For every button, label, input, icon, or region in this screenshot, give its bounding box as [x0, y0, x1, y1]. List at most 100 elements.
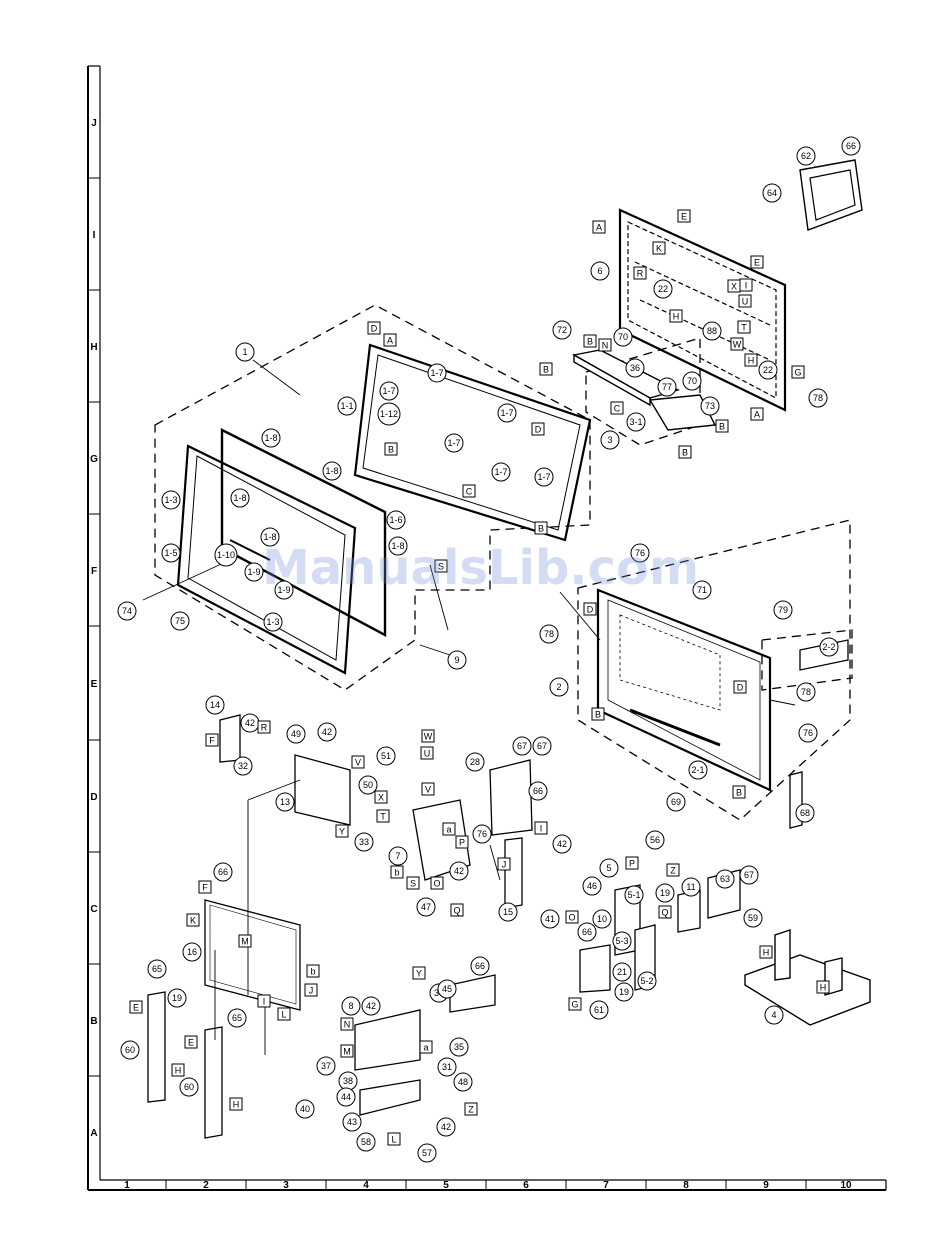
connector-letter: L — [281, 1010, 286, 1020]
part-callout-p33: 33 — [354, 832, 374, 852]
connector-label-I3: I — [257, 994, 271, 1008]
part-callout-p3-1: 3-1 — [626, 412, 646, 432]
part-callout-p76c: 76 — [798, 723, 818, 743]
connector-letter: G — [571, 1000, 578, 1010]
part-number: 13 — [280, 797, 290, 807]
connector-letter: Y — [416, 969, 422, 979]
part-number: 45 — [442, 984, 452, 994]
part-number: 1 — [242, 347, 247, 357]
connector-letter: A — [596, 223, 602, 233]
part-callout-p78c: 78 — [808, 388, 828, 408]
part-number: 40 — [300, 1104, 310, 1114]
connector-letter: H — [820, 983, 827, 993]
part-callout-p9: 9 — [447, 650, 467, 670]
connector-letter: H — [763, 948, 770, 958]
part-callout-p59: 59 — [743, 908, 763, 928]
part-number: 1-7 — [500, 408, 513, 418]
part-callout-p35: 35 — [449, 1037, 469, 1057]
connector-label-W2: W — [421, 729, 435, 743]
connector-letter: W — [733, 340, 742, 350]
part-callout-p68: 68 — [795, 803, 815, 823]
stand — [744, 929, 871, 1026]
part-callout-p65b: 65 — [227, 1008, 247, 1028]
part-number: 66 — [218, 867, 228, 877]
connector-letter: B — [719, 422, 725, 432]
part-number: 50 — [363, 780, 373, 790]
part-number: 4 — [771, 1010, 776, 1020]
part-number: 1-9 — [247, 567, 260, 577]
connector-letter: G — [794, 368, 801, 378]
part-callout-p58: 58 — [356, 1132, 376, 1152]
column-label: 3 — [283, 1180, 289, 1191]
part-number: 78 — [813, 393, 823, 403]
connector-label-O2: O — [565, 910, 579, 924]
connector-label-N2: N — [340, 1017, 354, 1031]
connector-letter: b — [310, 967, 315, 977]
speaker-bars — [571, 349, 717, 431]
connector-letter: J — [309, 986, 314, 996]
connector-label-a2: a — [419, 1040, 433, 1054]
connector-letter: Q — [661, 908, 668, 918]
part-callout-p28: 28 — [465, 752, 485, 772]
connector-letter: C — [614, 404, 621, 414]
part-callout-p57: 57 — [417, 1143, 437, 1163]
part-number: 2-1 — [691, 765, 704, 775]
connector-label-A3: A — [750, 407, 764, 421]
part-number: 3 — [607, 435, 612, 445]
connector-label-A1: A — [592, 220, 606, 234]
part-number: 67 — [744, 870, 754, 880]
part-number: 1-8 — [325, 466, 338, 476]
connector-label-R1: R — [633, 266, 647, 280]
part-callout-p13: 13 — [275, 792, 295, 812]
rear-cabinet-group-outline — [577, 519, 851, 821]
connector-letter: S — [410, 879, 416, 889]
part-callout-p1-3b: 1-3 — [263, 612, 283, 632]
part-callout-p37: 37 — [316, 1056, 336, 1076]
connector-label-Q2: Q — [658, 905, 672, 919]
part-number: 5-3 — [615, 936, 628, 946]
part-number: 1-8 — [264, 433, 277, 443]
connector-label-b2: b — [306, 964, 320, 978]
row-label: J — [91, 118, 97, 129]
part-callout-p1-7d: 1-7 — [444, 433, 464, 453]
part-callout-p21: 21 — [612, 962, 632, 982]
connector-label-F2: F — [198, 880, 212, 894]
part-callout-p76a: 76 — [630, 543, 650, 563]
row-label: D — [90, 792, 97, 803]
connector-label-D3: D — [583, 602, 597, 616]
part-callout-p4: 4 — [764, 1005, 784, 1025]
connector-label-A2: A — [383, 333, 397, 347]
part-number: 5-1 — [627, 890, 640, 900]
column-labels: 1 2 3 4 5 6 7 8 9 10 — [124, 1180, 852, 1191]
part-number: 31 — [442, 1062, 452, 1072]
part-number: 42 — [441, 1122, 451, 1132]
part-number: 19 — [619, 987, 629, 997]
connector-letter: Z — [468, 1105, 474, 1115]
part-number: 22 — [658, 284, 668, 294]
connector-letter: A — [754, 410, 760, 420]
connector-letter: O — [568, 913, 575, 923]
part-number: 1-10 — [217, 550, 235, 560]
connector-letter: E — [133, 1003, 139, 1013]
part-callout-p78b: 78 — [796, 682, 816, 702]
part-callout-p46: 46 — [582, 876, 602, 896]
connector-letter: V — [355, 758, 361, 768]
connector-label-a1: a — [442, 822, 456, 836]
connector-label-X1: X — [727, 279, 741, 293]
part-callout-p10: 10 — [592, 909, 612, 929]
part-number: 71 — [697, 585, 707, 595]
part-number: 36 — [630, 363, 640, 373]
part-callout-p1-7c: 1-7 — [497, 403, 517, 423]
part-number: 42 — [245, 718, 255, 728]
part-callout-p56: 56 — [645, 830, 665, 850]
part-number: 14 — [210, 700, 220, 710]
part-callout-p50: 50 — [358, 775, 378, 795]
part-callout-p67a: 67 — [512, 736, 532, 756]
part-callout-p73: 73 — [700, 396, 720, 416]
connector-label-E1: E — [677, 209, 691, 223]
part-callout-p62: 62 — [796, 146, 816, 166]
part-2-2-outline — [761, 629, 853, 691]
connector-label-B2: B — [539, 362, 553, 376]
row-label: A — [90, 1128, 97, 1139]
connector-label-E2: E — [750, 255, 764, 269]
